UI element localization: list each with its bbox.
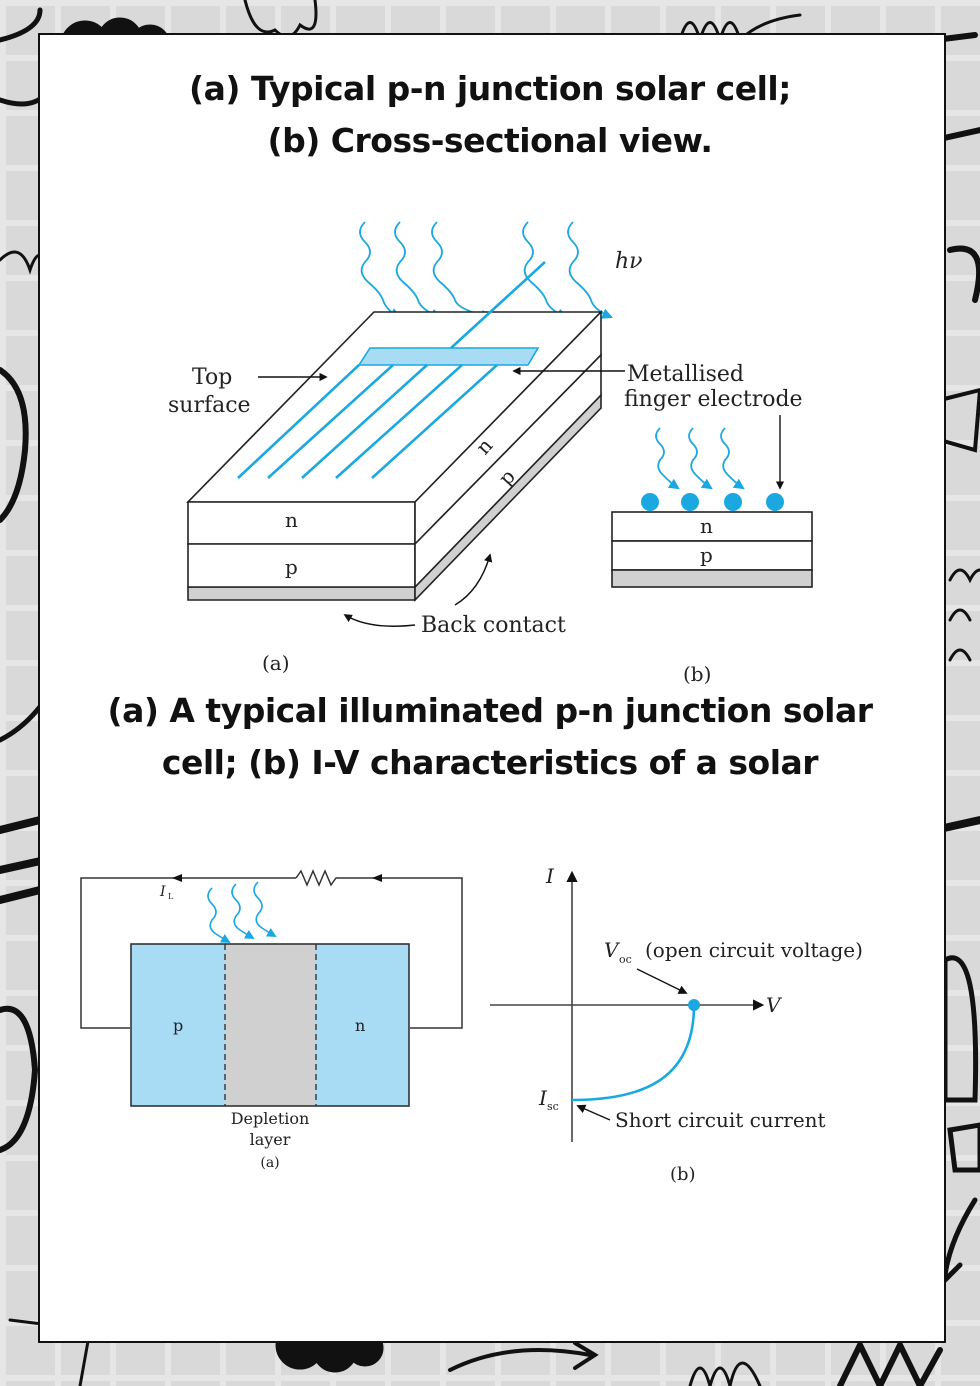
electrode-dots	[641, 493, 784, 511]
v-axis-label: V	[766, 993, 783, 1017]
il-subscript: L	[168, 892, 174, 901]
isc-annotation: Short circuit current	[615, 1108, 826, 1132]
caption-b: (b)	[683, 662, 711, 686]
photon-arrows	[359, 221, 613, 321]
photon-2	[394, 221, 443, 320]
current-arrow-1	[172, 874, 182, 882]
metallised-label-1: Metallised	[627, 362, 744, 387]
n-label: n	[355, 1016, 365, 1035]
circuit-wire	[80, 869, 463, 1029]
section1-title: (a) Typical p-n junction solar cell; (b)…	[0, 63, 980, 167]
current-arrow-2	[372, 874, 382, 882]
photon-1	[359, 221, 401, 319]
hv-label: hν	[615, 249, 643, 274]
depletion-label-1: Depletion	[231, 1109, 310, 1128]
metallised-label-2: finger electrode	[624, 387, 803, 412]
cross-section	[611, 511, 813, 588]
caption-a: (a)	[262, 651, 290, 675]
i-axis-label: I	[545, 864, 555, 888]
isc-symbol: I	[538, 1086, 548, 1110]
top-surface-label-2: surface	[168, 393, 251, 418]
voc-annotation: (open circuit voltage)	[645, 938, 863, 962]
section2-title-line1: (a) A typical illuminated p-n junction s…	[107, 691, 873, 730]
n-label-front: n	[285, 508, 298, 532]
section2-title: (a) A typical illuminated p-n junction s…	[0, 685, 980, 789]
depletion-label-2: layer	[250, 1130, 291, 1149]
caption-2a: (a)	[260, 1155, 279, 1171]
cross-p-label: p	[700, 543, 713, 567]
caption-2b: (b)	[670, 1164, 696, 1185]
voc-symbol: V	[604, 938, 621, 962]
section2-title-line2: cell; (b) I-V characteristics of a solar	[161, 743, 819, 782]
resistor	[295, 869, 463, 1029]
isc-subscript: sc	[547, 1100, 559, 1113]
section1-title-line1: (a) Typical p-n junction solar cell;	[189, 69, 791, 108]
photon-5	[567, 221, 613, 319]
n-layer-front	[187, 501, 416, 545]
photon-3	[431, 221, 493, 321]
top-surface-label-1: Top	[192, 365, 232, 390]
flower-top	[243, 0, 318, 38]
p-region	[131, 944, 225, 1106]
iv-chart: I V V oc (open circuit voltage) I sc Sho…	[490, 864, 863, 1185]
photons-2a	[207, 881, 277, 943]
finger-electrode	[237, 261, 546, 479]
cross-n-label: n	[700, 514, 713, 538]
content-page	[38, 33, 946, 1343]
section1-title-line2: (b) Cross-sectional view.	[267, 121, 713, 160]
voc-subscript: oc	[619, 953, 632, 966]
n-region	[316, 944, 409, 1106]
photon-4	[522, 221, 568, 319]
illuminated-cell-figure: I L p n Depletion layer (a)	[80, 869, 463, 1171]
il-label: I	[159, 884, 166, 900]
back-contact-label: Back contact	[421, 613, 566, 638]
arrow-bottom	[448, 1341, 599, 1372]
solar-cell-figure: hν Top surface Metallised finger electro…	[168, 221, 813, 686]
cross-section-photons	[655, 427, 745, 490]
p-label: p	[173, 1016, 183, 1035]
voc-point	[688, 999, 700, 1011]
p-label-front: p	[285, 555, 298, 579]
depletion-region	[225, 944, 316, 1106]
p-layer-front	[187, 543, 416, 588]
iv-curve	[571, 1004, 696, 1102]
